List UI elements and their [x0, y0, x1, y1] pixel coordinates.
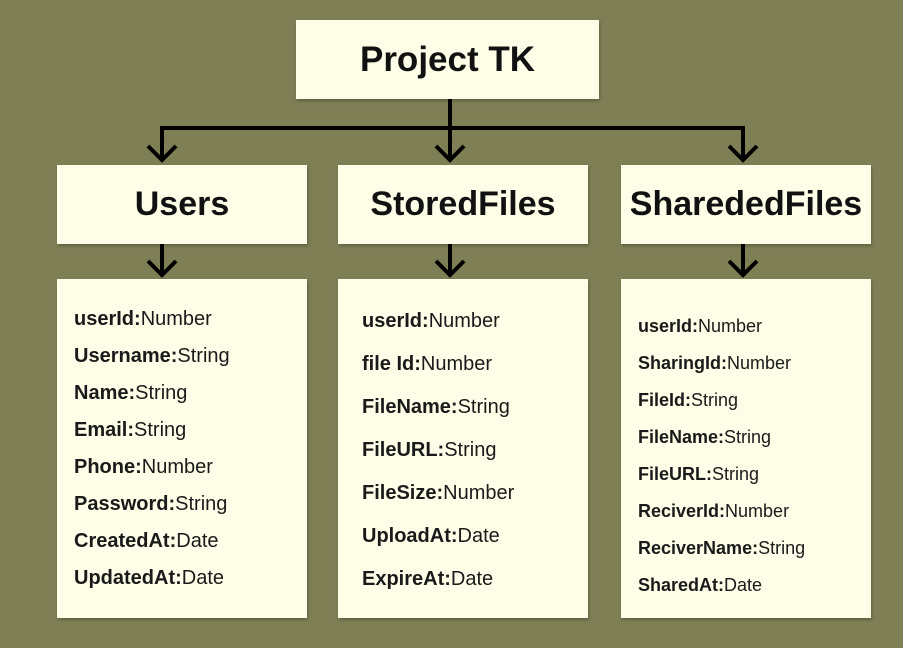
field-type: Number: [443, 482, 515, 504]
field-type: Date: [450, 568, 494, 590]
field-row: userId:Number: [74, 308, 212, 331]
field-name: UploadAt:: [362, 525, 458, 547]
field-type: String: [691, 390, 739, 410]
field-row: Phone:Number: [74, 456, 213, 479]
field-name: userId:: [74, 308, 141, 330]
field-row: ReciverId:Number: [638, 501, 789, 522]
field-type: Number: [428, 310, 500, 332]
field-name: userId:: [362, 310, 429, 332]
field-name: Username:: [74, 345, 178, 367]
arrow-to-sharededfiles-fields: [727, 259, 759, 278]
field-type: Number: [698, 316, 763, 336]
field-row: Email:String: [74, 419, 186, 442]
field-row: userId:Number: [638, 316, 762, 337]
field-type: String: [175, 493, 228, 515]
field-name: FileURL:: [638, 464, 712, 484]
entity-title-sharededfiles: SharededFiles: [629, 185, 863, 223]
field-row: FileURL:String: [638, 464, 759, 485]
field-type: Number: [140, 308, 212, 330]
arrow-to-storedfiles: [434, 144, 466, 163]
field-row: ExpireAt:Date: [362, 568, 493, 591]
field-type: String: [444, 439, 497, 461]
field-row: FileSize:Number: [362, 482, 514, 505]
field-name: SharingId:: [638, 353, 727, 373]
field-row: Password:String: [74, 493, 227, 516]
arrow-to-sharededfiles: [727, 144, 759, 163]
field-row: SharedAt:Date: [638, 575, 762, 596]
field-name: SharedAt:: [638, 575, 725, 595]
field-row: userId:Number: [362, 310, 500, 333]
field-row: file Id:Number: [362, 353, 492, 376]
field-name: UpdatedAt:: [74, 567, 182, 589]
field-type: Date: [724, 575, 763, 595]
field-name: Phone:: [74, 456, 142, 478]
field-row: Name:String: [74, 382, 187, 405]
field-row: FileId:String: [638, 390, 738, 411]
field-name: FileURL:: [362, 439, 445, 461]
root-title: Project TK: [359, 39, 536, 79]
arrow-to-storedfiles-fields: [434, 259, 466, 278]
field-row: ReciverName:String: [638, 538, 805, 559]
field-row: FileName:String: [362, 396, 510, 419]
field-type: Number: [141, 456, 213, 478]
field-name: Name:: [74, 382, 136, 404]
field-row: UploadAt:Date: [362, 525, 500, 548]
field-row: SharingId:Number: [638, 353, 791, 374]
field-name: ReciverId:: [638, 501, 726, 521]
arrow-to-users: [146, 144, 178, 163]
field-name: Email:: [74, 419, 135, 441]
field-type: Number: [725, 501, 790, 521]
field-name: CreatedAt:: [74, 530, 177, 552]
field-name: FileName:: [362, 396, 458, 418]
users-fields-box: userId:Number Username:String Name:Strin…: [57, 279, 307, 618]
field-name: userId:: [638, 316, 699, 336]
field-row: FileName:String: [638, 427, 771, 448]
field-name: FileId:: [638, 390, 691, 410]
entity-storedfiles: StoredFiles: [338, 165, 588, 244]
root-node: Project TK: [296, 20, 599, 99]
field-type: Number: [420, 353, 493, 375]
field-type: String: [457, 396, 510, 418]
root-branch-line: [160, 126, 745, 161]
field-type: String: [135, 382, 188, 404]
arrow-to-users-fields: [146, 259, 178, 278]
field-row: Username:String: [74, 345, 230, 368]
field-name: FileName:: [638, 427, 725, 447]
field-name: ExpireAt:: [362, 568, 451, 590]
field-name: FileSize:: [362, 482, 444, 504]
field-type: String: [134, 419, 187, 441]
field-row: CreatedAt:Date: [74, 530, 219, 553]
field-name: file Id:: [362, 353, 421, 375]
entity-users: Users: [57, 165, 307, 244]
storedfiles-fields-box: userId:Number file Id:Number FileName:St…: [338, 279, 588, 618]
field-type: String: [724, 427, 772, 447]
field-name: Password:: [74, 493, 176, 515]
field-type: Number: [727, 353, 792, 373]
field-type: Date: [181, 567, 225, 589]
field-type: Date: [176, 530, 219, 552]
field-name: ReciverName:: [638, 538, 759, 558]
field-row: FileURL:String: [362, 439, 496, 462]
field-type: String: [758, 538, 806, 558]
field-type: Date: [457, 525, 500, 547]
entity-title-storedfiles: StoredFiles: [370, 185, 556, 223]
field-type: String: [712, 464, 760, 484]
sharededfiles-fields-box: userId:Number SharingId:Number FileId:St…: [621, 279, 871, 618]
field-row: UpdatedAt:Date: [74, 567, 224, 590]
field-type: String: [177, 345, 230, 367]
entity-title-users: Users: [134, 185, 230, 223]
entity-sharededfiles: SharededFiles: [621, 165, 871, 244]
